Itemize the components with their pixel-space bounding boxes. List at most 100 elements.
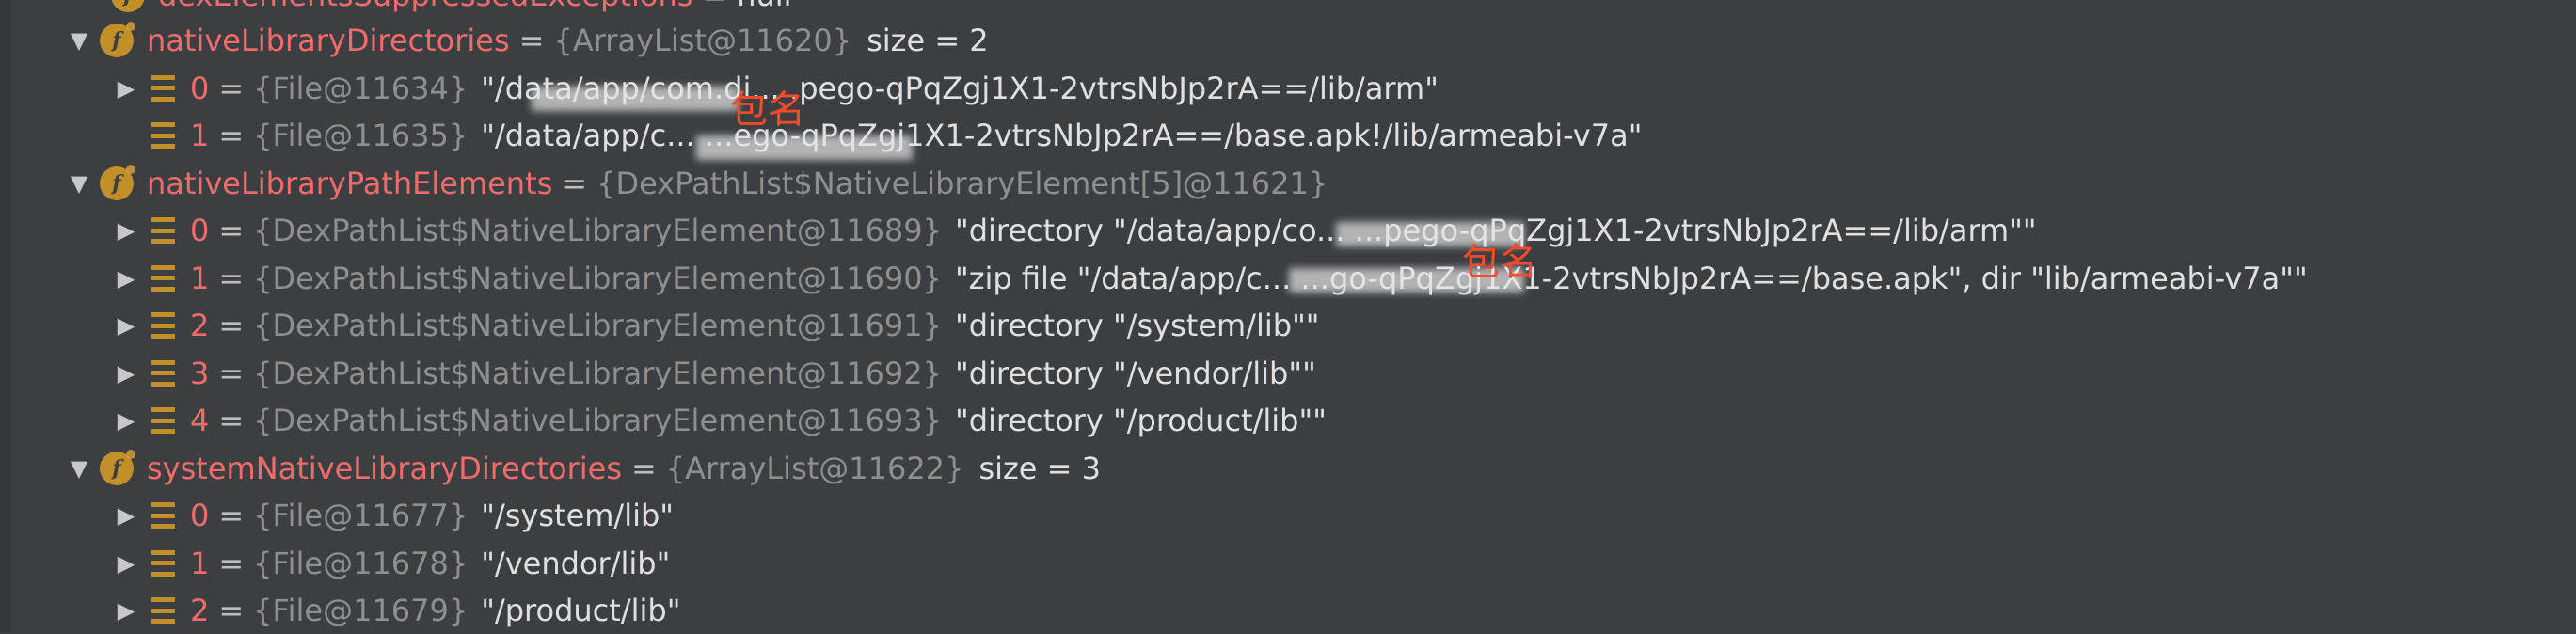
variable-name: 1: [190, 118, 210, 153]
equals-sign: =: [218, 118, 245, 153]
variable-value: "zip file "/data/app/c... ...go-qPqZgj1X…: [954, 260, 2308, 296]
variable-value: "/product/lib": [481, 593, 681, 628]
list-element-icon: [151, 312, 175, 339]
expand-arrow-icon[interactable]: ▶: [117, 217, 135, 244]
equals-sign: =: [218, 260, 245, 296]
expand-arrow-icon[interactable]: ▶: [117, 264, 135, 292]
tree-row-element[interactable]: ▶ 4={DexPathList$NativeLibraryElement@116…: [0, 397, 2576, 444]
collapse-arrow-icon[interactable]: ▼: [70, 27, 88, 54]
list-element-icon: [151, 502, 175, 529]
variable-name: 0: [190, 70, 210, 106]
variable-type: {ArrayList@11620}: [553, 23, 852, 58]
variable-name: 0: [190, 213, 210, 248]
equals-sign: =: [218, 70, 245, 106]
equals-sign: =: [218, 593, 245, 628]
variable-name: 2: [190, 593, 210, 628]
list-element-icon: [151, 217, 175, 244]
tree-row-element[interactable]: ▶ 1={DexPathList$NativeLibraryElement@116…: [0, 255, 2576, 302]
redaction-blur: [1336, 222, 1524, 246]
variable-value: "/vendor/lib": [481, 545, 671, 581]
tree-row-element[interactable]: ▶ 0={DexPathList$NativeLibraryElement@116…: [0, 207, 2576, 254]
variable-name: 1: [190, 260, 210, 296]
tree-row-field[interactable]: ▼ f nativeLibraryPathElements={DexPathList…: [0, 160, 2576, 207]
field-icon: f: [100, 22, 135, 57]
list-element-icon: [151, 359, 175, 387]
variable-value: "directory "/product/lib"": [954, 403, 1327, 438]
tree-row-element[interactable]: ▶ 2={DexPathList$NativeLibraryElement@116…: [0, 302, 2576, 349]
variable-type: {DexPathList$NativeLibraryElement@11689}: [253, 213, 942, 248]
list-element-icon: [151, 407, 175, 434]
equals-sign: =: [218, 498, 245, 533]
variable-name: 3: [190, 355, 210, 391]
variable-type: {DexPathList$NativeLibraryElement@11691}: [253, 308, 942, 343]
list-element-icon: [151, 549, 175, 577]
equals-sign: =: [218, 355, 245, 391]
equals-sign: =: [702, 0, 727, 19]
variable-type: {File@11679}: [253, 593, 469, 628]
tree-row-element[interactable]: ▶ 0={File@11677} "/system/lib": [0, 492, 2576, 539]
collapse-arrow-icon[interactable]: ▼: [70, 454, 88, 482]
list-element-icon: [151, 597, 175, 624]
variable-value: "/data/app/c... ...ego-qPqZgj1X1-2vtrsNb…: [481, 118, 1643, 153]
field-icon: f: [100, 164, 135, 200]
variable-value: "directory "/system/lib"": [954, 308, 1320, 343]
variable-type: {ArrayList@11622}: [665, 450, 964, 486]
collection-size: size = 2: [867, 23, 989, 58]
variable-type: {File@11678}: [253, 545, 469, 581]
variable-name: 0: [190, 498, 210, 533]
tree-row-element[interactable]: ▶0={File@11634}"/data/app/com.di... .peg…: [0, 65, 2576, 112]
variable-type: {DexPathList$NativeLibraryElement@11692}: [253, 355, 942, 391]
variable-type: {File@11635}: [253, 118, 469, 153]
expand-arrow-icon[interactable]: ▶: [117, 597, 135, 624]
field-value: null: [737, 0, 791, 19]
field-icon: f: [111, 0, 145, 12]
tree-row-element[interactable]: ▶ 2={File@11679} "/product/lib": [0, 587, 2576, 634]
collapse-arrow-icon[interactable]: ▼: [70, 169, 88, 197]
variable-name: systemNativeLibraryDirectories: [147, 450, 622, 486]
variable-value: "directory "/vendor/lib"": [954, 355, 1316, 391]
expand-arrow-icon[interactable]: ▶: [117, 312, 135, 339]
equals-sign: =: [562, 165, 588, 201]
variable-type: {DexPathList$NativeLibraryElement@11690}: [253, 260, 942, 296]
variable-type: {File@11677}: [253, 498, 469, 533]
collection-size: size = 3: [978, 450, 1101, 486]
field-icon: f: [100, 449, 135, 485]
redaction-blur: [696, 135, 913, 160]
redaction-blur: [1289, 268, 1524, 293]
variable-type: {File@11634}: [253, 70, 469, 106]
list-element-icon: [151, 122, 175, 149]
tree-row-partial[interactable]: f dexElementsSuppressedExceptions = null: [0, 0, 2576, 19]
tree-row-element[interactable]: ▶ 1={File@11678} "/vendor/lib": [0, 540, 2576, 587]
equals-sign: =: [630, 450, 657, 486]
variable-name: 2: [190, 308, 210, 343]
field-name: dexElementsSuppressedExceptions: [158, 0, 692, 19]
equals-sign: =: [218, 213, 245, 248]
expand-arrow-icon[interactable]: ▶: [117, 407, 135, 434]
expand-arrow-icon[interactable]: ▶: [117, 74, 135, 102]
variable-type: {DexPathList$NativeLibraryElement@11693}: [253, 403, 942, 438]
variable-value: "/system/lib": [481, 498, 675, 533]
list-element-icon: [151, 74, 175, 102]
variable-type: {DexPathList$NativeLibraryElement[5]@116…: [596, 165, 1328, 201]
partial-row-top[interactable]: f dexElementsSuppressedExceptions = null: [0, 0, 2576, 13]
tree-row-element[interactable]: ▶ 3={DexPathList$NativeLibraryElement@116…: [0, 350, 2576, 397]
variable-name: 1: [190, 545, 210, 581]
annotation-package-name: 包名: [730, 88, 805, 132]
equals-sign: =: [218, 545, 245, 581]
equals-sign: =: [218, 308, 245, 343]
gutter: [0, 0, 11, 632]
variable-name: 4: [190, 403, 210, 438]
redaction-blur: [532, 87, 739, 111]
equals-sign: =: [218, 403, 245, 438]
list-element-icon: [151, 264, 175, 292]
variable-name: nativeLibraryDirectories: [147, 23, 510, 58]
annotation-package-name: 包名: [1462, 241, 1537, 284]
expand-arrow-icon[interactable]: ▶: [117, 549, 135, 577]
expand-arrow-icon[interactable]: ▶: [117, 502, 135, 529]
tree-row-field[interactable]: ▼ f systemNativeLibraryDirectories={ArrayL…: [0, 445, 2576, 492]
tree-row-element[interactable]: ▶1={File@11635}"/data/app/c... ...ego-qP…: [0, 112, 2576, 159]
expand-arrow-icon[interactable]: ▶: [117, 359, 135, 387]
variable-name: nativeLibraryPathElements: [147, 165, 553, 201]
